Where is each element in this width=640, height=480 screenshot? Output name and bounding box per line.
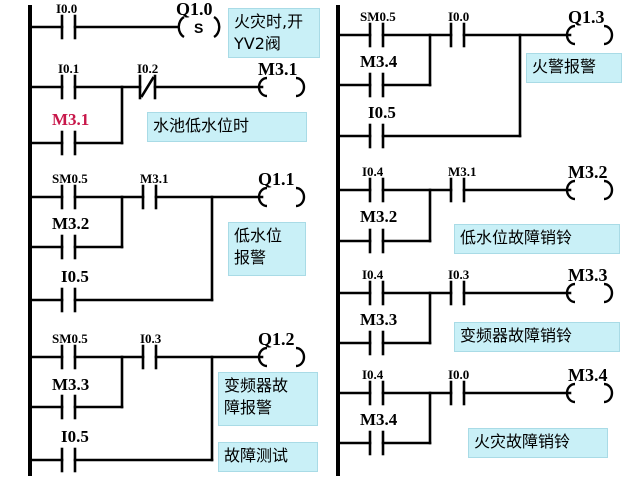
contact-label: I0.4 (362, 267, 384, 282)
note-line: 故障测试 (224, 446, 289, 465)
contact-label: M3.1 (448, 164, 477, 179)
note-line: 水池低水位时 (153, 116, 250, 135)
note-inverter-fault-silence: 变频器故障销铃 (454, 322, 620, 352)
contact-label: M3.3 (52, 375, 89, 394)
note-fault-test: 故障测试 (218, 442, 318, 472)
note-line: 低水位 (234, 226, 283, 245)
normally-closed-slash (140, 76, 155, 98)
contact-label: I0.2 (137, 61, 158, 76)
coil-label: M3.1 (258, 59, 298, 79)
contact-label: I0.5 (61, 427, 89, 446)
contact-label: I0.0 (448, 9, 469, 24)
note-inverter-fault-alarm: 变频器故 障报警 (218, 372, 318, 426)
contact-label: I0.5 (368, 103, 396, 122)
contact-label: M3.3 (360, 310, 397, 329)
contact-label: I0.4 (362, 164, 384, 179)
coil-label: Q1.0 (176, 0, 213, 19)
note-pool-low-water: 水池低水位时 (147, 112, 307, 142)
contact-label: M3.1 (140, 171, 169, 186)
right-rung-1: SM0.5 M3.4 I0.5 I0.0 Q1.3 (336, 7, 614, 149)
coil-label: M3.3 (568, 265, 608, 285)
note-low-water-fault-silence: 低水位故障销铃 (454, 224, 620, 254)
coil-label: Q1.2 (258, 329, 295, 349)
coil-label: M3.2 (568, 162, 608, 182)
contact-label: M3.4 (360, 410, 398, 429)
right-rung-3: I0.4 M3.3 I0.3 M3.3 (336, 265, 614, 356)
left-rung-1: I0.0 Q1.0 S (28, 0, 221, 40)
contact-label: I0.0 (56, 1, 77, 16)
note-fire-open-valve: 火灾时,开 YV2阀 (228, 8, 320, 58)
coil-label: M3.4 (568, 365, 608, 385)
contact-label: M3.4 (360, 52, 398, 71)
left-rung-4: SM0.5 M3.3 I0.5 I0.3 Q1.2 (28, 329, 306, 473)
left-rung-2: I0.1 M3.1 I0.2 M3.1 (28, 59, 306, 156)
contact-label: SM0.5 (360, 9, 396, 24)
contact-label: I0.4 (362, 367, 384, 382)
contact-label: I0.1 (58, 61, 79, 76)
coil-label: Q1.1 (258, 169, 295, 189)
right-rung-4: I0.4 M3.4 I0.0 M3.4 (336, 365, 614, 456)
contact-label: I0.0 (448, 367, 469, 382)
contact-label: I0.3 (140, 331, 162, 346)
contact-label: I0.3 (448, 267, 470, 282)
note-low-water-alarm: 低水位 报警 (228, 222, 306, 276)
note-line: 火警报警 (532, 57, 597, 76)
note-line: 变频器故 (224, 376, 289, 395)
coil-label: Q1.3 (568, 7, 605, 27)
note-fire-alarm: 火警报警 (526, 53, 622, 83)
contact-label: SM0.5 (52, 331, 88, 346)
coil-left-arc (177, 15, 185, 39)
highlighted-contact-label: M3.1 (52, 110, 89, 129)
coil-right-arc (213, 15, 221, 39)
right-rung-2: I0.4 M3.2 M3.1 M3.2 (336, 162, 614, 254)
note-line: 报警 (234, 248, 267, 267)
note-line: 火灾时,开 (234, 12, 304, 31)
coil-set-label: S (194, 20, 203, 36)
contact-label: M3.2 (360, 207, 397, 226)
left-rung-3: SM0.5 M3.2 I0.5 M3.1 Q1.1 (28, 169, 306, 313)
note-line: 变频器故障销铃 (460, 326, 573, 345)
note-line: 障报警 (224, 398, 273, 417)
contact-label: M3.2 (52, 214, 89, 233)
note-line: YV2阀 (234, 34, 281, 53)
contact-label: I0.5 (61, 267, 89, 286)
contact-label: SM0.5 (52, 171, 88, 186)
note-fire-fault-silence: 火灾故障销铃 (468, 428, 608, 458)
note-line: 低水位故障销铃 (460, 228, 573, 247)
note-line: 火灾故障销铃 (474, 432, 571, 451)
